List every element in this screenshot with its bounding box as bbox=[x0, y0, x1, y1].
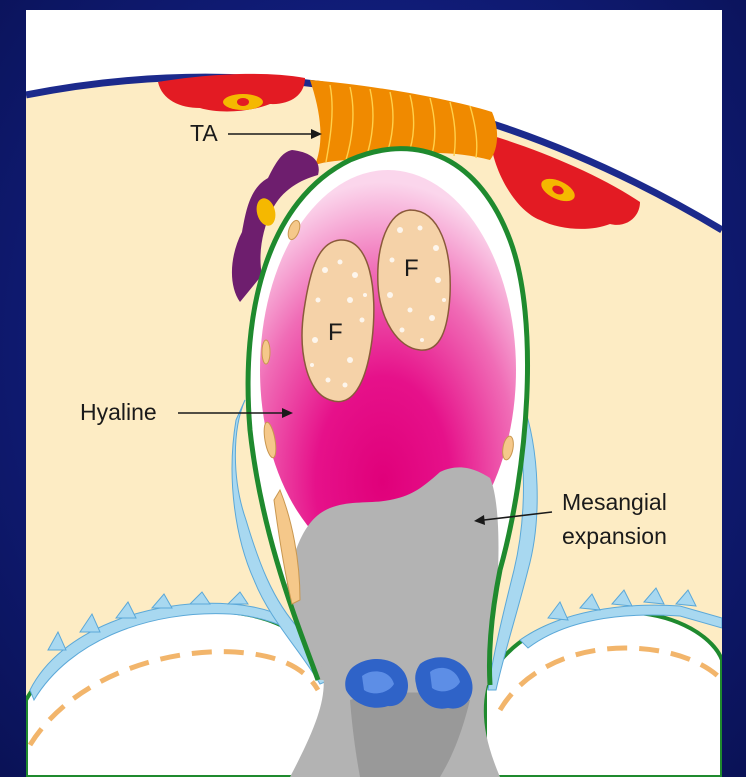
label-f-right: F bbox=[404, 255, 419, 282]
parietal-nucleolus-left bbox=[237, 98, 249, 106]
label-mesangial: Mesangial bbox=[562, 489, 667, 515]
label-f-left: F bbox=[328, 319, 343, 346]
label-ta: TA bbox=[190, 120, 218, 146]
label-hyaline: Hyaline bbox=[80, 399, 157, 425]
label-expansion: expansion bbox=[562, 523, 667, 549]
